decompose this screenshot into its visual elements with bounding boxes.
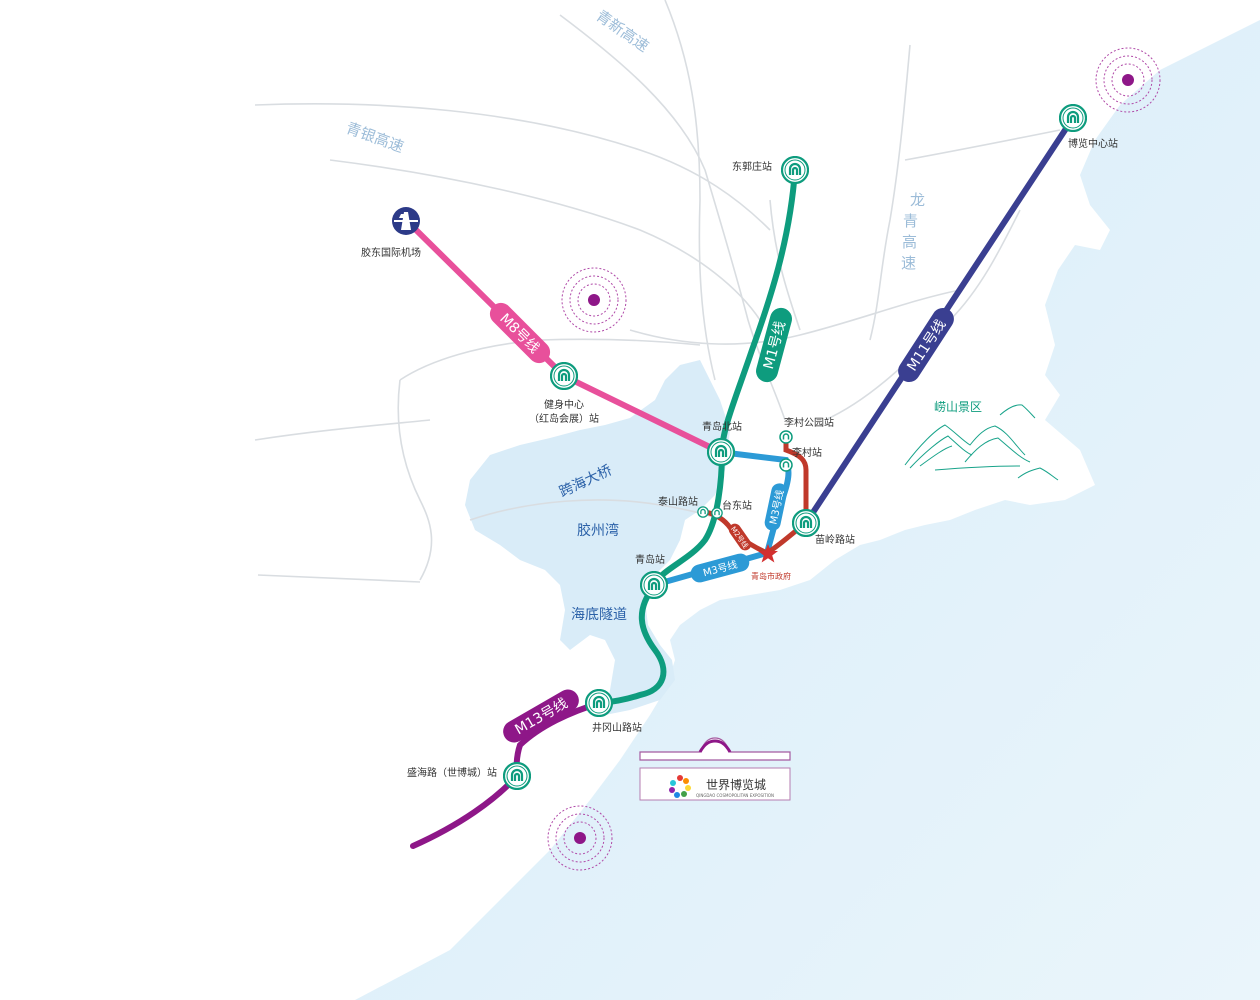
station-miaoling[interactable]: 苗岭路站 — [792, 509, 855, 546]
svg-text:青岛站: 青岛站 — [635, 553, 665, 566]
m1-line — [597, 167, 798, 706]
station-bolan[interactable]: 博览中心站 — [1059, 104, 1118, 150]
airport-marker — [392, 207, 420, 235]
svg-text:青岛市政府: 青岛市政府 — [751, 571, 791, 581]
m3-badge-south: M3号线 — [690, 553, 750, 583]
svg-text:高: 高 — [902, 233, 917, 251]
svg-text:苗岭路站: 苗岭路站 — [815, 533, 855, 546]
m2-badge: M2号线 — [728, 523, 752, 551]
jiaozhou-bay — [465, 360, 730, 715]
m1-badge: M1号线 — [756, 307, 792, 383]
expo-logo: 世界博览城 QINGDAO COSMOPOLITAN EXPOSITION — [639, 737, 791, 801]
station-jianshen[interactable]: 健身中心 （红岛会展）站 — [529, 362, 599, 425]
station-shenghai[interactable]: 盛海路（世博城）站 — [407, 762, 531, 790]
svg-text:速: 速 — [901, 254, 916, 272]
svg-text:QINGDAO COSMOPOLITAN EXPOSITIO: QINGDAO COSMOPOLITAN EXPOSITION — [696, 793, 774, 798]
svg-text:东郭庄站: 东郭庄站 — [732, 160, 772, 173]
station-taishan[interactable]: 泰山路站 — [658, 495, 709, 518]
sea — [355, 20, 1260, 1000]
m8-badge: M8号线 — [489, 302, 551, 364]
svg-text:青岛北站: 青岛北站 — [702, 420, 742, 433]
m11-badge: M11号线 — [898, 308, 954, 382]
svg-text:台东站: 台东站 — [722, 499, 752, 512]
airplane-icon — [394, 212, 418, 230]
station-licungy[interactable]: 李村公园站 — [779, 416, 834, 444]
station-qdbei[interactable]: 青岛北站 — [702, 420, 742, 466]
poi-marker-northeast — [1095, 47, 1161, 113]
svg-text:泰山路站: 泰山路站 — [658, 495, 698, 508]
tunnel-label: 海底隧道 — [571, 607, 627, 623]
mountain-icon — [904, 404, 1059, 481]
poi-marker-south — [547, 805, 613, 871]
svg-text:博览中心站: 博览中心站 — [1068, 137, 1118, 150]
airport-label: 胶东国际机场 — [361, 246, 421, 259]
poi-marker-hongdao — [561, 267, 627, 333]
svg-text:健身中心: 健身中心 — [544, 398, 584, 411]
star-icon — [758, 544, 778, 563]
svg-text:（红岛会展）站: （红岛会展）站 — [529, 412, 599, 425]
highway-label-longqing: 龙 青 高 速 — [901, 191, 925, 272]
highway-label-qingyin: 青银高速 — [344, 119, 407, 156]
station-licun[interactable]: 李村站 — [779, 446, 822, 472]
scenic-label: 崂山景区 — [934, 400, 982, 414]
government-marker: 青岛市政府 — [751, 544, 791, 581]
expo-emblem-icon — [669, 775, 691, 798]
svg-text:青: 青 — [903, 212, 918, 230]
station-qingdao[interactable]: 青岛站 — [635, 553, 668, 599]
svg-text:龙: 龙 — [910, 191, 925, 209]
svg-text:李村公园站: 李村公园站 — [784, 416, 834, 429]
svg-text:井冈山路站: 井冈山路站 — [592, 721, 642, 734]
svg-text:盛海路（世博城）站: 盛海路（世博城）站 — [407, 766, 497, 779]
station-donggz[interactable]: 东郭庄站 — [732, 156, 809, 184]
svg-text:世界博览城: 世界博览城 — [706, 777, 766, 792]
svg-text:李村站: 李村站 — [792, 446, 822, 459]
m3-badge-north: M3号线 — [764, 483, 788, 531]
bay-label: 胶州湾 — [577, 522, 619, 539]
station-taidong[interactable]: 台东站 — [711, 499, 752, 519]
station-jinggangshan[interactable]: 井冈山路站 — [585, 689, 642, 734]
